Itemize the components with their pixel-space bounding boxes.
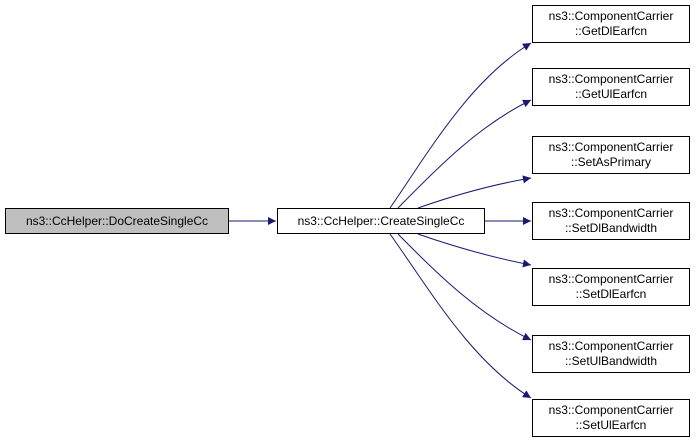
node-get-ul-earfcn[interactable]: ns3::ComponentCarrier ::GetUlEarfcn xyxy=(532,68,690,106)
edge-to-set-as-primary xyxy=(417,175,532,209)
node-label: ns3::CcHelper::CreateSingleCc xyxy=(297,213,465,228)
node-label-line1: ns3::ComponentCarrier xyxy=(548,72,674,86)
node-get-dl-earfcn[interactable]: ns3::ComponentCarrier ::GetDlEarfcn xyxy=(532,5,690,43)
node-label: ns3::CcHelper::DoCreateSingleCc xyxy=(25,213,209,228)
node-label-line2: ::GetDlEarfcn xyxy=(574,24,648,38)
edge-to-get-dl-earfcn xyxy=(389,42,532,209)
node-label-line2: ::SetDlEarfcn xyxy=(575,287,647,301)
node-create-single-cc[interactable]: ns3::CcHelper::CreateSingleCc xyxy=(277,208,485,234)
node-label-line2: ::SetAsPrimary xyxy=(570,155,651,169)
node-set-as-primary[interactable]: ns3::ComponentCarrier ::SetAsPrimary xyxy=(532,136,690,174)
node-label-line1: ns3::ComponentCarrier xyxy=(548,403,674,417)
edge-to-set-ul-earfcn xyxy=(389,233,532,399)
edge-to-set-ul-bandwidth xyxy=(397,233,532,341)
node-label-line1: ns3::ComponentCarrier xyxy=(548,339,674,353)
edge-to-set-dl-earfcn xyxy=(417,233,532,268)
node-label-line2: ::SetUlBandwidth xyxy=(564,354,658,368)
node-do-create-single-cc[interactable]: ns3::CcHelper::DoCreateSingleCc xyxy=(5,208,229,234)
node-label-line1: ns3::ComponentCarrier xyxy=(548,140,674,154)
node-set-ul-earfcn[interactable]: ns3::ComponentCarrier ::SetUlEarfcn xyxy=(532,399,690,437)
node-set-ul-bandwidth[interactable]: ns3::ComponentCarrier ::SetUlBandwidth xyxy=(532,335,690,373)
node-label-line1: ns3::ComponentCarrier xyxy=(548,9,674,23)
edge-to-get-ul-earfcn xyxy=(397,99,532,209)
node-label-line1: ns3::ComponentCarrier xyxy=(548,206,674,220)
node-label-line2: ::SetUlEarfcn xyxy=(575,418,647,432)
node-label-line1: ns3::ComponentCarrier xyxy=(548,272,674,286)
node-label-line2: ::GetUlEarfcn xyxy=(574,87,648,101)
node-set-dl-bandwidth[interactable]: ns3::ComponentCarrier ::SetDlBandwidth xyxy=(532,202,690,240)
node-set-dl-earfcn[interactable]: ns3::ComponentCarrier ::SetDlEarfcn xyxy=(532,268,690,306)
node-label-line2: ::SetDlBandwidth xyxy=(564,221,658,235)
